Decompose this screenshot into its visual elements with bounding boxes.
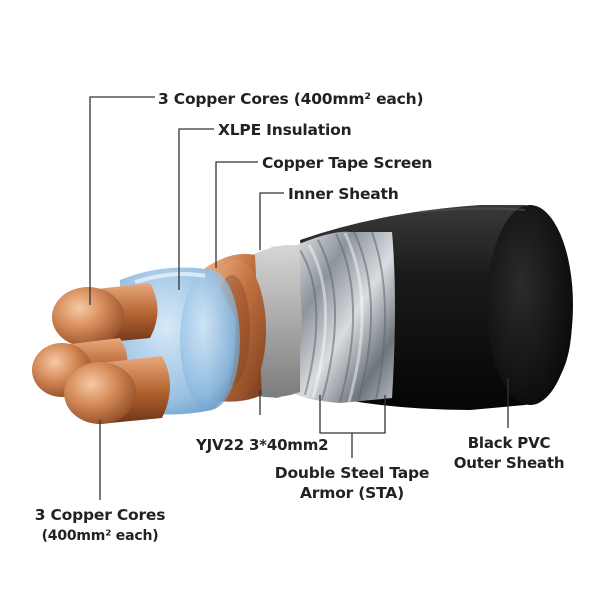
leader-copper-cores-top [89,96,155,305]
copper-cores [32,283,170,424]
leader-lines [89,96,509,500]
leader-xlpe-insulation [178,128,214,290]
copper-core-lower [64,356,170,424]
label-model: YJV22 3*40mm2 [195,436,328,454]
label-double-steel-line1: Double Steel Tape [275,464,429,482]
label-copper-tape-screen: Copper Tape Screen [262,154,432,172]
label-xlpe-insulation: XLPE Insulation [218,121,351,139]
label-black-pvc-line2: Outer Sheath [454,454,565,472]
label-copper-cores-bottom-line2: (400mm² each) [42,528,159,544]
label-copper-cores-top: 3 Copper Cores (400mm² each) [158,90,423,108]
leader-copper-tape-screen [215,161,258,268]
label-copper-cores-bottom-line1: 3 Copper Cores [35,506,166,524]
label-black-pvc-line1: Black PVC [468,434,551,452]
label-double-steel-line2: Armor (STA) [300,484,404,502]
leader-inner-sheath [259,192,284,250]
label-inner-sheath: Inner Sheath [288,185,399,203]
double-steel-tape-armor [290,231,395,403]
copper-core-upper [52,283,158,347]
